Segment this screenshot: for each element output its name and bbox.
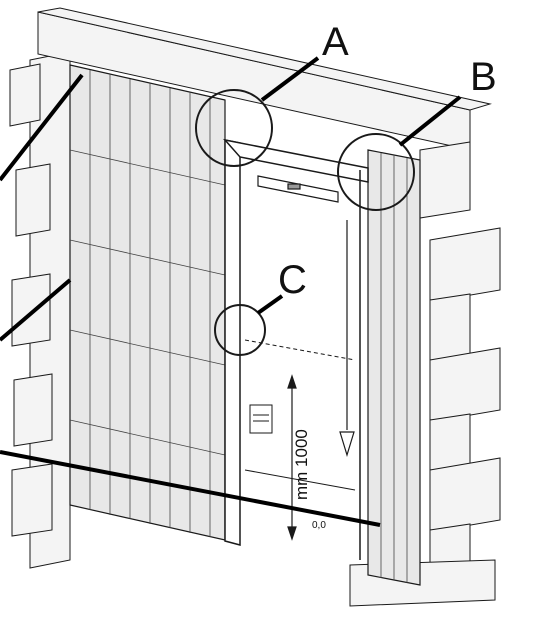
right-mesh-strip <box>367 149 421 586</box>
threshold-line <box>244 339 356 491</box>
dimension-label: mm 1000 <box>292 429 311 500</box>
callout-label-b: B <box>470 55 497 99</box>
callout-label-c: C <box>278 258 307 302</box>
leader-lines <box>0 56 462 527</box>
tolerance-label: 0,0 <box>312 520 326 531</box>
callout-circle-b <box>337 133 415 211</box>
callout-circle-a <box>195 89 273 167</box>
frame-plate <box>249 404 273 434</box>
door-frame <box>222 138 369 560</box>
callout-label-a: A <box>322 20 349 64</box>
left-mesh-panel <box>69 64 226 541</box>
callout-circle-c <box>214 304 266 356</box>
plumb-bob-icon <box>339 220 355 458</box>
callout-circles <box>195 89 415 356</box>
spirit-level-icon <box>257 175 339 203</box>
left-brick-wall <box>9 51 71 569</box>
